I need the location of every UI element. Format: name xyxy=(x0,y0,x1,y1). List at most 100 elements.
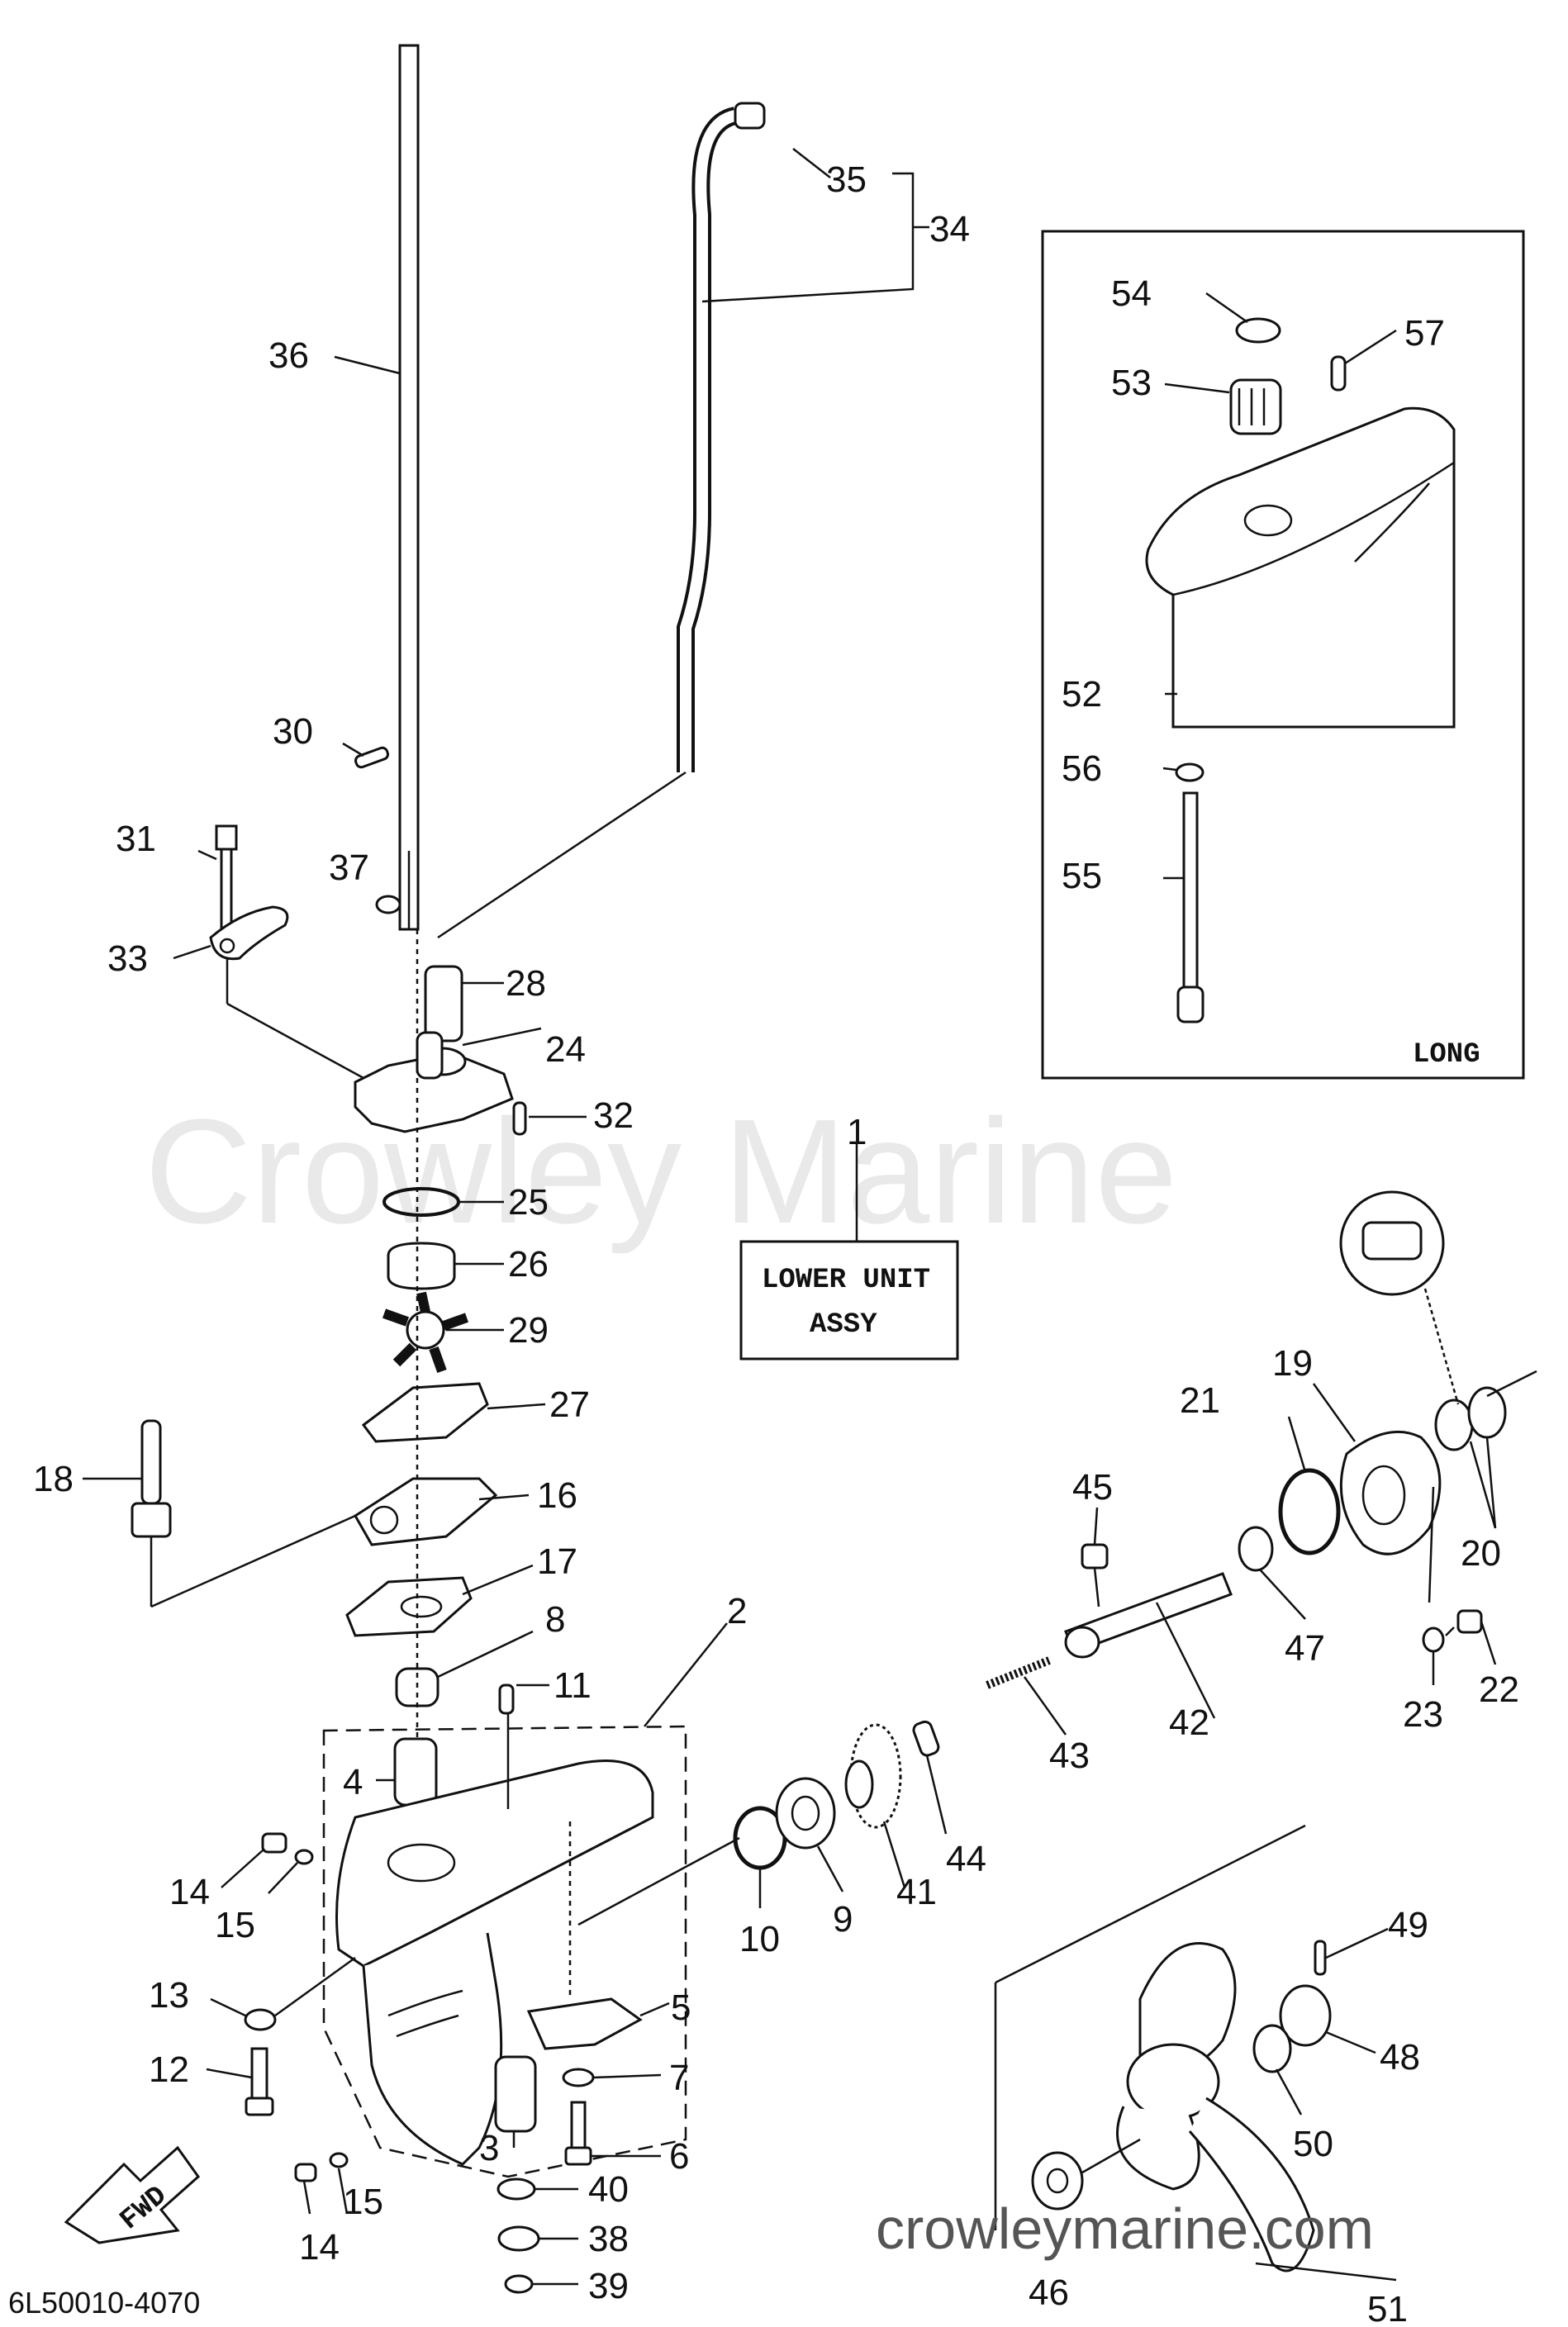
part-number: 21 xyxy=(1180,1380,1220,1421)
part-number: 16 xyxy=(537,1475,577,1516)
gasket-17 xyxy=(345,1576,473,1637)
sleeve-3 xyxy=(494,2055,537,2133)
bolt-31 xyxy=(215,824,238,851)
part-number: 1 xyxy=(847,1112,867,1152)
sleeve-28 xyxy=(424,965,463,1042)
part-number: 4 xyxy=(343,1762,363,1802)
bearing-9 xyxy=(775,1777,836,1850)
washer-13 xyxy=(244,2008,277,2031)
washer-40 xyxy=(497,2177,536,2201)
inset-label: LONG xyxy=(1413,1039,1480,1071)
part-number: 51 xyxy=(1367,2289,1408,2327)
screw-14-upper xyxy=(261,1832,287,1854)
bolt-22 xyxy=(1456,1609,1483,1634)
part-number: 15 xyxy=(343,2182,383,2222)
part-number: 41 xyxy=(896,1872,937,1912)
part-number: 20 xyxy=(1461,1533,1501,1574)
watermark: Crowley Marine xyxy=(145,1089,1177,1255)
part-number-labels: 1 2 3 4 5 6 7 8 9 10 11 12 13 14 14 15 1… xyxy=(33,159,1519,2327)
cartridge-26 xyxy=(387,1242,456,1290)
propeller-51 xyxy=(1116,1942,1397,2282)
part-number: 45 xyxy=(1072,1467,1113,1508)
part-number: 15 xyxy=(215,1905,255,1945)
part-number: 25 xyxy=(508,1182,549,1223)
site-url: crowleymarine.com xyxy=(876,2196,1374,2261)
part-number: 31 xyxy=(116,819,156,859)
part-number: 42 xyxy=(1169,1703,1209,1743)
part-number: 52 xyxy=(1062,674,1102,715)
grommet-35 xyxy=(734,102,766,130)
pin-30 xyxy=(354,746,389,769)
plate-16 xyxy=(353,1477,498,1546)
drive-shaft-36 xyxy=(398,44,420,931)
part-number: 47 xyxy=(1285,1628,1325,1669)
part-number: 54 xyxy=(1111,273,1152,314)
anode-5 xyxy=(526,1997,643,2050)
dowel-pin-57 xyxy=(1330,355,1347,392)
part-number: 6 xyxy=(669,2136,689,2177)
part-number: 17 xyxy=(537,1541,577,1582)
part-number: 53 xyxy=(1111,363,1152,403)
part-number: 3 xyxy=(479,2128,499,2168)
hose-nipple-18 xyxy=(83,1419,356,1608)
part-number: 12 xyxy=(149,2049,189,2090)
screw-14-lower xyxy=(294,2163,317,2182)
part-number: 29 xyxy=(508,1310,549,1351)
part-number: 18 xyxy=(33,1459,74,1499)
part-number: 14 xyxy=(299,2227,340,2268)
part-number: 23 xyxy=(1403,1694,1443,1735)
part-number: 2 xyxy=(727,1591,747,1631)
lower-unit-assy-box: LOWER UNIT ASSY xyxy=(739,1144,959,1361)
washer-23 xyxy=(1422,1627,1445,1653)
part-number: 36 xyxy=(268,335,309,376)
clip-45 xyxy=(1081,1543,1109,1570)
pin-39 xyxy=(504,2274,534,2294)
extension-housing-52 xyxy=(1145,406,1456,729)
pin-32 xyxy=(512,1101,527,1136)
clip-37 xyxy=(375,895,402,914)
part-number: 28 xyxy=(506,963,546,1004)
bearing-housing-19 xyxy=(1339,1430,1442,1555)
cotter-pin-49 xyxy=(1314,1940,1327,1976)
part-number: 40 xyxy=(588,2169,629,2210)
lower-casing-2 xyxy=(335,1759,654,1968)
gasket-15-lower xyxy=(329,2152,349,2168)
spacer-46 xyxy=(1031,2151,1084,2211)
part-number: 27 xyxy=(549,1384,590,1425)
bolt-6 xyxy=(570,2101,587,2149)
part-number: 39 xyxy=(588,2266,629,2306)
diagram-code: 6L50010-4070 xyxy=(8,2286,200,2320)
part-number: 48 xyxy=(1380,2037,1420,2078)
assy-label-line1: LOWER UNIT xyxy=(762,1265,930,1296)
pin-11 xyxy=(498,1684,515,1715)
part-number: 19 xyxy=(1272,1343,1313,1384)
part-number: 24 xyxy=(545,1029,586,1070)
plate-33 xyxy=(209,905,289,961)
part-number: 10 xyxy=(739,1919,780,1959)
sleeve-4 xyxy=(393,1737,438,1807)
part-number: 43 xyxy=(1049,1736,1090,1776)
part-number: 37 xyxy=(329,848,369,888)
part-number: 22 xyxy=(1479,1669,1519,1710)
inset-long-box: LONG xyxy=(1041,230,1525,1080)
part-number: 26 xyxy=(508,1244,549,1285)
part-number: 57 xyxy=(1404,313,1445,354)
part-number: 9 xyxy=(833,1899,853,1940)
part-number: 56 xyxy=(1062,748,1102,789)
gasket-15-upper xyxy=(294,1849,314,1865)
part-number: 44 xyxy=(946,1839,986,1879)
bolt-12 xyxy=(250,2047,268,2100)
nut-38 xyxy=(497,2225,540,2252)
water-tube-34 xyxy=(677,107,738,772)
o-ring-21 xyxy=(1278,1468,1341,1555)
impeller-29 xyxy=(382,1291,504,1374)
lower-casing-group-2 xyxy=(322,1725,687,2178)
part-number: 11 xyxy=(554,1665,592,1706)
washer-47 xyxy=(1238,1526,1274,1572)
part-number: 8 xyxy=(545,1599,565,1640)
washer-56 xyxy=(1175,762,1205,782)
part-number: 30 xyxy=(273,711,313,752)
part-number: 32 xyxy=(593,1095,634,1136)
part-number: 38 xyxy=(588,2219,629,2259)
